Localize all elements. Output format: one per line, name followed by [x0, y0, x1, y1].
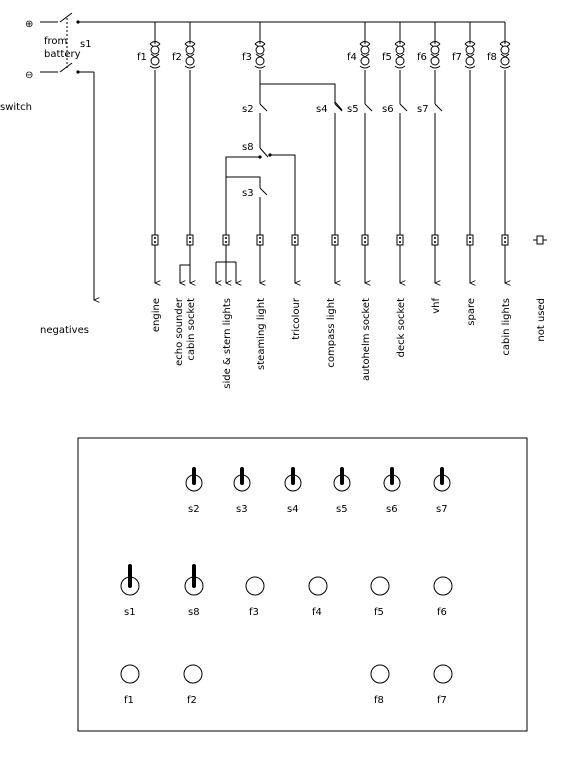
plus-icon: ⊕: [25, 19, 33, 30]
connector-tricolour: [291, 234, 299, 246]
panel-label-s4: s4: [287, 504, 299, 515]
battery-label-line1: from: [44, 36, 67, 47]
fuse-holder-f7[interactable]: f7: [433, 664, 453, 706]
connector-steaming: [256, 234, 264, 246]
s1-switch-blade-bottom: [59, 62, 73, 73]
s1-switch-blade-top: [59, 12, 73, 23]
fuse-label-f8: f8: [487, 52, 497, 63]
fuse-label-f5: f5: [382, 52, 392, 63]
battery-label-line2: battery: [44, 49, 81, 60]
panel-label-s2: s2: [188, 504, 200, 515]
circuit-label-12: not used: [536, 298, 547, 342]
switch-switch: switch: [0, 96, 343, 113]
fuse-label-f6: f6: [417, 52, 427, 63]
connector-engine: [151, 234, 159, 246]
fuse-holder-f4[interactable]: f4: [308, 576, 328, 618]
toggle-switch-s1[interactable]: s1: [120, 564, 140, 618]
switch-label-s7: s7: [417, 104, 429, 115]
connector-f8: [501, 234, 509, 246]
fuse-f7: f7: [452, 22, 476, 69]
panel-label-s6: s6: [386, 504, 398, 515]
panel-label-f6: f6: [437, 607, 447, 618]
panel-label-f2: f2: [187, 695, 197, 706]
fuse-holder-f2[interactable]: f2: [183, 664, 203, 706]
fuse-label-f2: f2: [172, 52, 182, 63]
toggle-switch-s6[interactable]: s6: [383, 467, 401, 515]
panel-label-f3: f3: [249, 607, 259, 618]
toggle-switch-s7[interactable]: s7: [433, 467, 451, 515]
toggle-switch-s8[interactable]: s8: [184, 564, 204, 618]
circuit-label-5: tricolour: [291, 297, 302, 340]
fuse-holder-f1[interactable]: f1: [120, 664, 140, 706]
circuit-label-7: autohelm socket: [361, 298, 372, 381]
toggle-switch-s3[interactable]: s3: [233, 467, 251, 515]
fuse-holder-f3[interactable]: f3: [245, 576, 265, 618]
fuse-holder-f6[interactable]: f6: [433, 576, 453, 618]
toggle-switch-s4[interactable]: s4: [284, 467, 302, 515]
connector-f2: [186, 234, 194, 246]
toggle-switch-s2[interactable]: s2: [185, 467, 203, 515]
s1-label: s1: [80, 39, 92, 50]
negatives-label: negatives: [40, 325, 89, 336]
panel-label-f5: f5: [374, 607, 384, 618]
switch-label-s6: s6: [382, 104, 394, 115]
circuit-label-10: spare: [466, 298, 477, 326]
panel-items: s2 s3 s4 s5 s6 s7 s1 s8 f3 f4 f5 f6 f1 f2 f8 f7: [120, 467, 453, 706]
panel-label-f1: f1: [124, 695, 134, 706]
panel-label-f4: f4: [312, 607, 322, 618]
circuit-label-2: cabin socket: [186, 298, 197, 361]
fuse-f3: f3: [242, 22, 266, 69]
connector-s6: [396, 234, 404, 246]
switch-label-s2: s2: [242, 104, 254, 115]
battery-section: ⊕ ⊖ from battery s1 negatives: [25, 12, 505, 336]
circuit-label-8: deck socket: [396, 298, 407, 357]
panel-label-s5: s5: [336, 504, 348, 515]
fuse-label-f3: f3: [242, 52, 252, 63]
fuse-label-f7: f7: [452, 52, 462, 63]
panel-label-s8: s8: [188, 607, 200, 618]
fuse-f5: f5: [382, 22, 406, 69]
fuse-f8: f8: [487, 22, 511, 69]
switch-label-s4: s4: [316, 104, 328, 115]
panel-label-f7: f7: [437, 695, 447, 706]
connector-side-stern: [222, 234, 230, 246]
minus-icon: ⊖: [25, 70, 33, 81]
circuit-label-6: compass light: [326, 298, 337, 368]
switch-label-switch: switch: [0, 102, 32, 113]
circuit-label-11: cabin lights: [501, 298, 512, 356]
circuit-label-3: side & stern lights: [222, 298, 233, 389]
switch-panel: [77, 437, 528, 732]
connector-compass: [331, 234, 339, 246]
connector-s5: [361, 234, 369, 246]
switch-label-s3: s3: [242, 188, 254, 199]
switch-label-s8: s8: [242, 142, 254, 153]
panel-label-s7: s7: [436, 504, 448, 515]
connector-s7: [431, 234, 439, 246]
circuit-label-0: engine: [151, 298, 162, 332]
fuse-f1: f1: [137, 22, 161, 69]
fuse-label-f1: f1: [137, 52, 147, 63]
toggle-switch-s5[interactable]: s5: [333, 467, 351, 515]
panel-label-f8: f8: [374, 695, 384, 706]
fuse-holder-f8[interactable]: f8: [370, 664, 390, 706]
fuse-f4: f4: [347, 22, 371, 69]
panel-label-s1: s1: [124, 607, 136, 618]
fuse-holder-f5[interactable]: f5: [370, 576, 390, 618]
fuse-label-f4: f4: [347, 52, 357, 63]
circuit-label-9: vhf: [431, 298, 442, 314]
circuit-label-1: echo sounder: [174, 297, 185, 366]
fuse-f6: f6: [417, 22, 441, 69]
circuit-group: f1 f2 f3 f4 f5 f6 f7 f8 switch s4 s2 s8 s3 s5 s6 s7: [0, 22, 547, 283]
circuit-label-4: steaming light: [256, 298, 267, 370]
panel-label-s3: s3: [236, 504, 248, 515]
switch-label-s5: s5: [347, 104, 359, 115]
connector-not-used: [533, 235, 547, 245]
connector-f7: [466, 234, 474, 246]
fuse-f2: f2: [172, 22, 196, 69]
